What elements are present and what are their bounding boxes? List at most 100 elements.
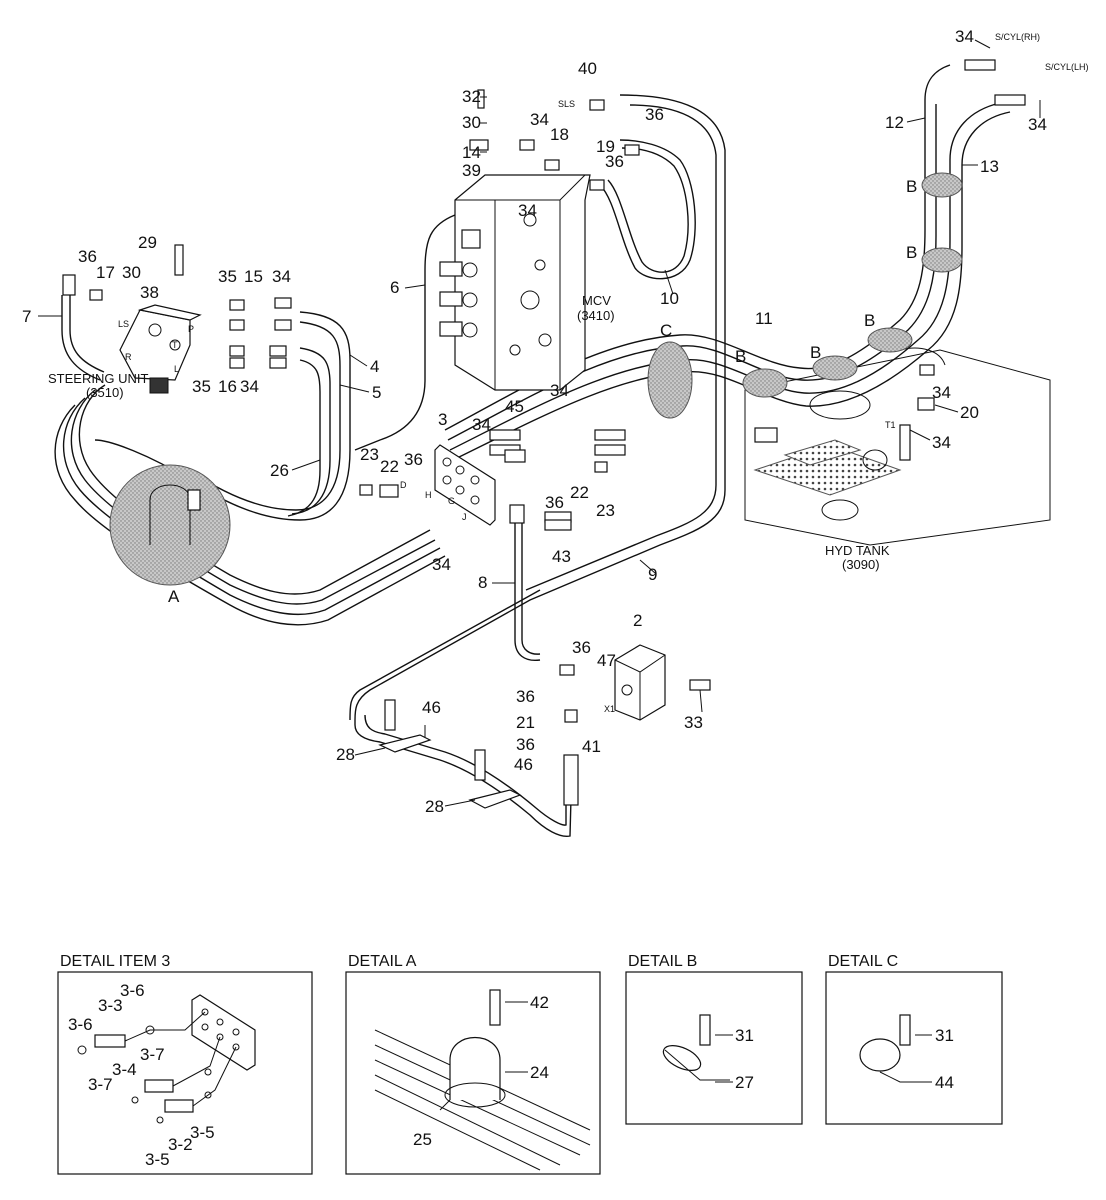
callout-34: 34 — [955, 27, 974, 46]
callout-45: 45 — [505, 397, 524, 416]
callout-34: 34 — [932, 383, 951, 402]
callout-31: 31 — [935, 1026, 954, 1045]
callout-34: 34 — [518, 201, 537, 220]
callout-36: 36 — [605, 152, 624, 171]
callout-21: 21 — [516, 713, 535, 732]
callout-33: 33 — [684, 713, 703, 732]
label-steering-unit: STEERING UNIT — [48, 371, 148, 386]
callout-31: 31 — [735, 1026, 754, 1045]
hose-9 — [354, 94, 726, 721]
callout-17: 17 — [96, 263, 115, 282]
label-mcv-code: (3410) — [577, 308, 615, 323]
callout-b: B — [906, 243, 917, 262]
callout-7: 7 — [22, 307, 31, 326]
callout-12: 12 — [885, 113, 904, 132]
callout-36: 36 — [545, 493, 564, 512]
callout-28: 28 — [425, 797, 444, 816]
callout-29: 29 — [138, 233, 157, 252]
callout-32: 32 — [462, 87, 481, 106]
callout-36: 36 — [645, 105, 664, 124]
callout-3-7: 3-7 — [88, 1075, 113, 1094]
callout-34: 34 — [932, 433, 951, 452]
callout-39: 39 — [462, 161, 481, 180]
label-ls: LS — [118, 319, 129, 329]
callout-14: 14 — [462, 143, 481, 162]
detail-c-title: DETAIL C — [828, 953, 898, 970]
detail-a-title: DETAIL A — [348, 953, 417, 970]
callout-3-5: 3-5 — [145, 1150, 170, 1169]
callout-3-7: 3-7 — [140, 1045, 165, 1064]
callout-30: 30 — [462, 113, 481, 132]
detail-b: DETAIL B 31 27 — [625, 953, 803, 1125]
steering-unit — [119, 304, 202, 394]
label-scyl-rh: S/CYL(RH) — [995, 32, 1040, 42]
hose-6 — [354, 214, 456, 451]
label-hyd-tank-code: (3090) — [842, 557, 880, 572]
label-port-p: P — [188, 324, 194, 334]
callout-42: 42 — [530, 993, 549, 1012]
callout-2: 2 — [633, 611, 642, 630]
callout-6: 6 — [390, 278, 399, 297]
callout-3-5: 3-5 — [190, 1123, 215, 1142]
callout-36: 36 — [78, 247, 97, 266]
callout-27: 27 — [735, 1073, 754, 1092]
callout-18: 18 — [550, 125, 569, 144]
callout-35: 35 — [192, 377, 211, 396]
bracket-28-lower — [468, 749, 522, 809]
label-port-h: H — [425, 490, 432, 500]
callout-38: 38 — [140, 283, 159, 302]
callout-b: B — [735, 347, 746, 366]
callout-34: 34 — [530, 110, 549, 129]
callout-19: 19 — [596, 137, 615, 156]
hose-7 — [61, 295, 101, 381]
callout-36: 36 — [516, 735, 535, 754]
label-port-d: D — [400, 480, 407, 490]
callout-23: 23 — [360, 445, 379, 464]
callout-b: B — [810, 343, 821, 362]
label-port-j: J — [462, 512, 467, 522]
detail-b-title: DETAIL B — [628, 953, 697, 970]
label-mcv: MCV — [582, 293, 611, 308]
callout-a: A — [168, 587, 180, 606]
callout-4: 4 — [370, 357, 379, 376]
callout-25: 25 — [413, 1130, 432, 1149]
callout-9: 9 — [648, 565, 657, 584]
hose-10 — [599, 139, 696, 280]
callout-3-6: 3-6 — [120, 981, 145, 1000]
label-port-r: R — [125, 352, 132, 362]
callout-10: 10 — [660, 289, 679, 308]
callout-3-6: 3-6 — [68, 1015, 93, 1034]
callout-22: 22 — [380, 457, 399, 476]
label-port-l: L — [174, 364, 179, 374]
callout-5: 5 — [372, 383, 381, 402]
callout-36: 36 — [516, 687, 535, 706]
callout-b: B — [906, 177, 917, 196]
clamp-zones — [109, 172, 963, 586]
hose-bottom-loop — [354, 720, 573, 837]
hyd-tank — [744, 347, 1051, 546]
callout-35: 35 — [218, 267, 237, 286]
callout-3-2: 3-2 — [168, 1135, 193, 1154]
label-scyl-lh: S/CYL(LH) — [1045, 62, 1089, 72]
label-hyd-tank: HYD TANK — [825, 543, 890, 558]
callout-34: 34 — [550, 381, 569, 400]
label-steering-code: (3510) — [86, 385, 124, 400]
callout-3-3: 3-3 — [98, 996, 123, 1015]
hose-4-5-26 — [94, 311, 351, 521]
callout-34: 34 — [432, 555, 451, 574]
label-sls: SLS — [558, 99, 575, 109]
label-port-x1: X1 — [604, 704, 615, 714]
label-port-g: G — [448, 496, 455, 506]
label-port-t: T — [172, 340, 178, 350]
callout-36: 36 — [572, 638, 591, 657]
callout-labels: 34 S/CYL(RH) S/CYL(LH) 34 12 13 B B B B … — [22, 27, 1089, 816]
detail-a: DETAIL A 42 24 25 — [345, 953, 601, 1175]
hose-8 — [514, 505, 541, 662]
bracket-28-upper — [378, 699, 432, 753]
mcv-block — [439, 174, 591, 391]
callout-13: 13 — [980, 157, 999, 176]
callout-22: 22 — [570, 483, 589, 502]
callout-34: 34 — [1028, 115, 1047, 134]
callout-46: 46 — [514, 755, 533, 774]
callout-44: 44 — [935, 1073, 954, 1092]
